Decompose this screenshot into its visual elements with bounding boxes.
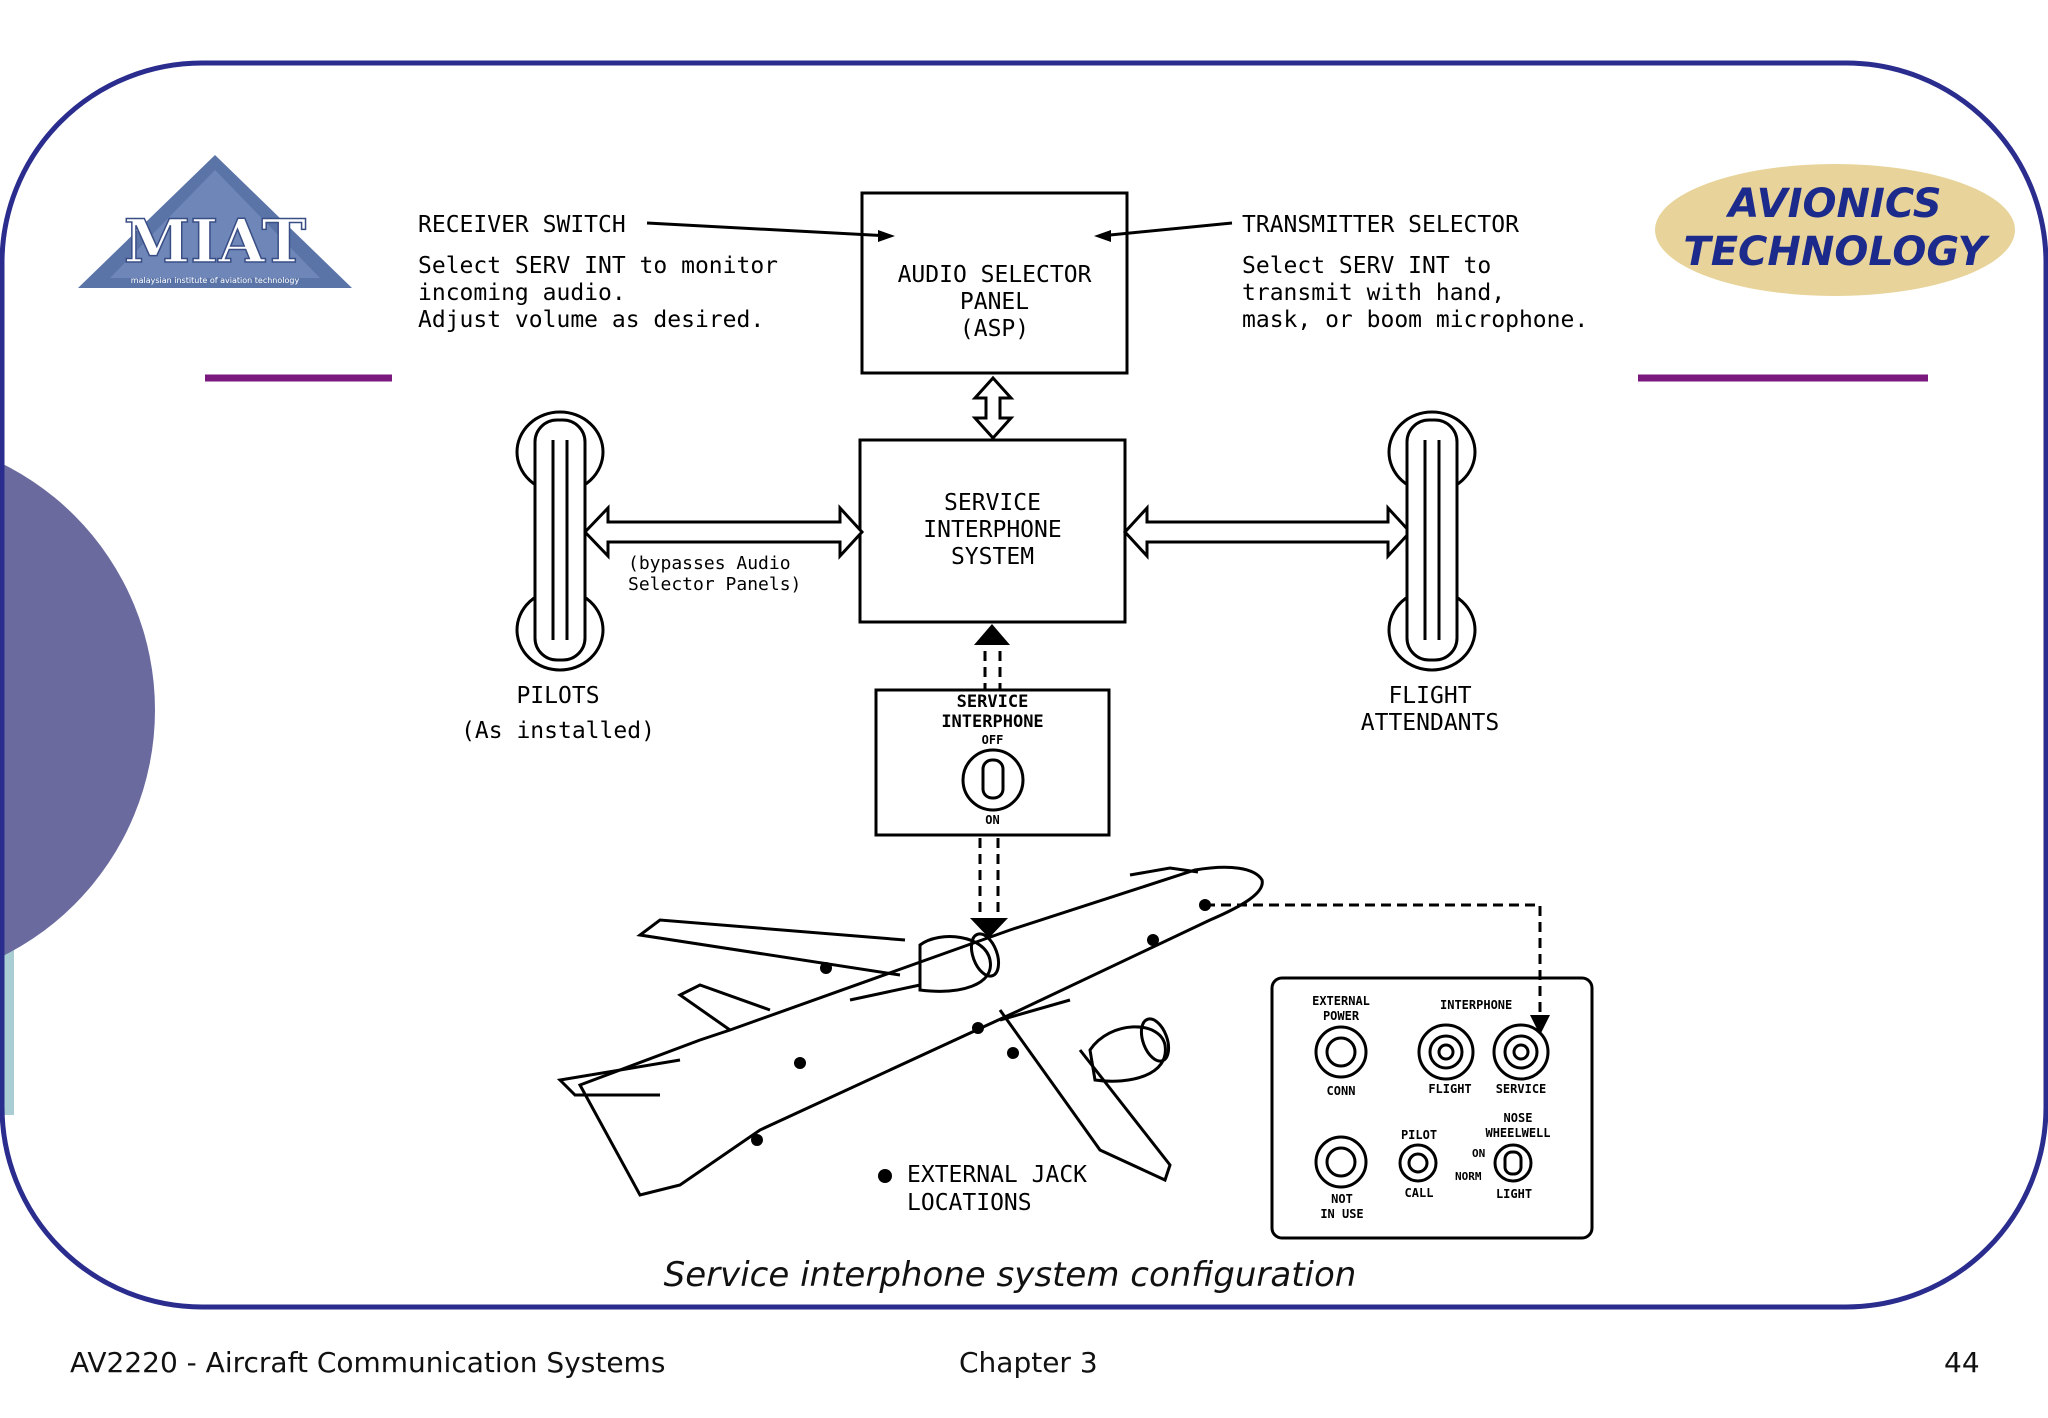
interphone-toggle-switch — [961, 748, 1025, 812]
flight-jack-label: FLIGHT — [1428, 1082, 1472, 1096]
receiver-instruction-1: Select SERV INT to monitor — [418, 253, 779, 279]
miat-logo: MIAT malaysian institute of aviation tec… — [78, 155, 352, 288]
flight-jack — [1417, 1023, 1475, 1081]
external-panel-box — [1270, 976, 1594, 1240]
footer-page-number: 44 — [1944, 1346, 1980, 1379]
interphone-label: INTERPHONE — [1440, 998, 1513, 1012]
switch-on-label: ON — [985, 813, 1000, 827]
sis-label-2: INTERPHONE — [923, 517, 1062, 543]
not-in-use-jack — [1314, 1135, 1368, 1189]
nose-label-1: NOSE — [1503, 1111, 1533, 1125]
light-norm-label: NORM — [1455, 1170, 1482, 1183]
light-on-label: ON — [1472, 1147, 1486, 1160]
airplane-outline — [556, 865, 1264, 1197]
not-in-use-label-2: IN USE — [1320, 1207, 1364, 1221]
external-jack-note-1: EXTERNAL JACK — [907, 1162, 1088, 1188]
receiver-instruction-3: Adjust volume as desired. — [418, 307, 765, 333]
call-label: CALL — [1404, 1186, 1434, 1200]
decorative-circle — [0, 462, 155, 958]
avionics-technology-badge: AVIONICS TECHNOLOGY — [1655, 164, 2015, 296]
badge-line-2: TECHNOLOGY — [1683, 229, 1990, 275]
service-jack-label: SERVICE — [1495, 1082, 1547, 1096]
receiver-switch-title: RECEIVER SWITCH — [418, 212, 626, 238]
footer-chapter: Chapter 3 — [959, 1346, 1098, 1379]
sis-label-3: SYSTEM — [950, 544, 1035, 570]
conn-jack — [1314, 1025, 1368, 1079]
switch-panel-label-1: SERVICE — [956, 692, 1029, 712]
pilots-sublabel: (As installed) — [461, 718, 655, 744]
transmitter-selector-title: TRANSMITTER SELECTOR — [1242, 212, 1519, 238]
asp-label-1: AUDIO SELECTOR — [897, 262, 1092, 288]
slide-border — [0, 60, 2048, 1310]
transmitter-instruction-2: transmit with hand, — [1242, 280, 1506, 306]
conn-label: CONN — [1326, 1084, 1356, 1098]
logo-text: MIAT — [124, 207, 307, 277]
attendant-handset — [1387, 410, 1477, 672]
switch-panel-label-2: INTERPHONE — [941, 712, 1044, 732]
switch-off-label: OFF — [981, 733, 1004, 747]
external-jack-dots — [751, 899, 1211, 1183]
transmitter-instruction-3: mask, or boom microphone. — [1242, 307, 1589, 333]
service-interphone-switch-box — [874, 688, 1111, 837]
figure-caption: Service interphone system configuration — [663, 1255, 1357, 1295]
footer-course: AV2220 - Aircraft Communication Systems — [70, 1346, 666, 1379]
pilot-label: PILOT — [1400, 1128, 1438, 1142]
pilot-handset — [515, 410, 605, 672]
receiver-instruction-2: incoming audio. — [418, 280, 626, 306]
service-jack — [1492, 1023, 1550, 1081]
bypass-note-2: Selector Panels) — [628, 574, 802, 595]
ext-power-label-2: POWER — [1322, 1009, 1360, 1023]
transmitter-instruction-1: Select SERV INT to — [1242, 253, 1492, 279]
ext-power-label-1: EXTERNAL — [1312, 994, 1370, 1008]
external-jack-note-2: LOCATIONS — [907, 1190, 1032, 1216]
not-in-use-label-1: NOT — [1331, 1192, 1353, 1206]
audio-selector-panel-box — [860, 191, 1129, 375]
nose-wheelwell-light-switch — [1493, 1143, 1533, 1183]
light-label: LIGHT — [1495, 1187, 1533, 1201]
pilot-call-button — [1398, 1143, 1438, 1183]
asp-label-2: PANEL — [959, 289, 1030, 315]
nose-label-2: WHEELWELL — [1485, 1126, 1551, 1140]
badge-line-1: AVIONICS — [1725, 181, 1941, 227]
flight-attendants-label-1: FLIGHT — [1388, 683, 1472, 709]
pilots-label: PILOTS — [516, 683, 600, 709]
flight-attendants-label-2: ATTENDANTS — [1360, 710, 1500, 736]
bypass-note-1: (bypasses Audio — [628, 553, 791, 574]
logo-subtitle: malaysian institute of aviation technolo… — [131, 276, 300, 285]
sis-label-1: SERVICE — [944, 490, 1041, 516]
asp-label-3: (ASP) — [959, 316, 1030, 342]
